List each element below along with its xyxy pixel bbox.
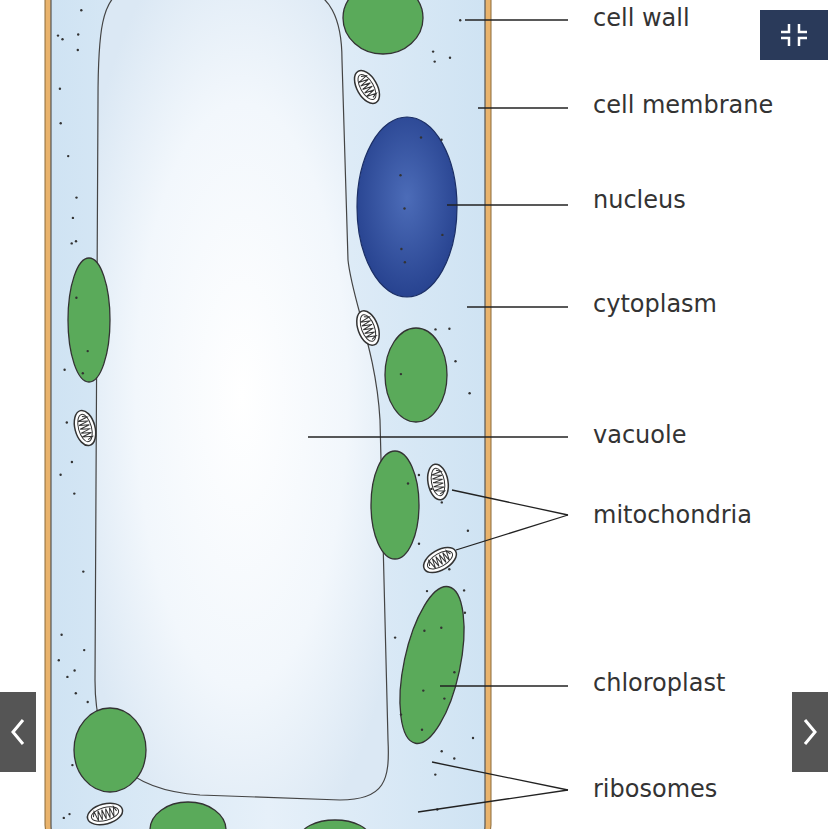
part-label: vacuole [593, 421, 686, 449]
ribosome-dot [418, 543, 420, 545]
ribosome-dot [73, 492, 75, 494]
ribosome-dot [459, 19, 461, 21]
ribosome-dot [472, 737, 474, 739]
ribosome-dot [454, 360, 456, 362]
ribosome-dot [453, 757, 455, 759]
ribosome-dot [453, 671, 455, 673]
ribosome-dot [463, 589, 465, 591]
part-label: cytoplasm [593, 290, 717, 318]
ribosome-dot [87, 350, 89, 352]
ribosome-dot [58, 659, 60, 661]
ribosome-dot [440, 627, 442, 629]
ribosome-dot [400, 373, 402, 375]
ribosome-dot [57, 34, 59, 36]
part-label: ribosomes [593, 775, 717, 803]
ribosome-dot [404, 261, 406, 263]
ribosome-dot [423, 630, 425, 632]
part-label: chloroplast [593, 669, 725, 697]
ribosome-dot [448, 568, 450, 570]
ribosome-dot [75, 196, 77, 198]
ribosome-dot [60, 122, 62, 124]
ribosome-dot [87, 701, 89, 703]
ribosome-dot [75, 692, 77, 694]
ribosome-dot [434, 60, 436, 62]
ribosome-dot [400, 713, 402, 715]
ribosome-dot [63, 369, 65, 371]
ribosome-dot [432, 50, 434, 52]
ribosome-dot [421, 729, 423, 731]
ribosome-dot [66, 421, 68, 423]
ribosome-dot [75, 240, 77, 242]
part-label: cell wall [593, 4, 690, 32]
ribosome-dot [443, 697, 445, 699]
ribosome-dot [441, 501, 443, 503]
part-label: cell membrane [593, 91, 773, 119]
ribosome-dot [441, 750, 443, 752]
ribosome-dot [434, 328, 436, 330]
ribosome-dot [420, 136, 422, 138]
ribosome-dot [83, 649, 85, 651]
ribosome-dot [430, 488, 432, 490]
ribosome-dot [63, 817, 65, 819]
ribosome-dot [449, 57, 451, 59]
ribosome-dot [80, 9, 82, 11]
ribosome-dot [403, 207, 405, 209]
ribosome-dot [394, 636, 396, 638]
ribosome-dot [72, 217, 74, 219]
ribosome-dot [61, 38, 63, 40]
ribosome-dot [448, 328, 450, 330]
ribosome-dot [407, 482, 409, 484]
ribosome-dot [434, 773, 436, 775]
ribosome-dot [422, 689, 424, 691]
ribosome-dot [68, 813, 70, 815]
ribosome-dot [82, 372, 84, 374]
ribosome-dot [71, 461, 73, 463]
ribosome-dot [66, 676, 68, 678]
ribosome-dot [71, 242, 73, 244]
part-label: nucleus [593, 186, 686, 214]
ribosome-dot [468, 392, 470, 394]
ribosome-dot [77, 49, 79, 51]
ribosome-dot [59, 474, 61, 476]
ribosome-dot [82, 570, 84, 572]
ribosome-dot [59, 88, 61, 90]
ribosome-dot [399, 174, 401, 176]
ribosome-dot [73, 669, 75, 671]
ribosome-dot [75, 297, 77, 299]
ribosome-dot [400, 248, 402, 250]
ribosome-dot [418, 474, 420, 476]
ribosome-dot [464, 612, 466, 614]
part-label: mitochondria [593, 501, 752, 529]
ribosome-dot [426, 590, 428, 592]
ribosome-dot [77, 33, 79, 35]
ribosome-dot [60, 634, 62, 636]
ribosome-dot [440, 139, 442, 141]
ribosome-dot [71, 764, 73, 766]
ribosome-dot [467, 530, 469, 532]
ribosome-dot [67, 155, 69, 157]
ribosome-dot [441, 234, 443, 236]
